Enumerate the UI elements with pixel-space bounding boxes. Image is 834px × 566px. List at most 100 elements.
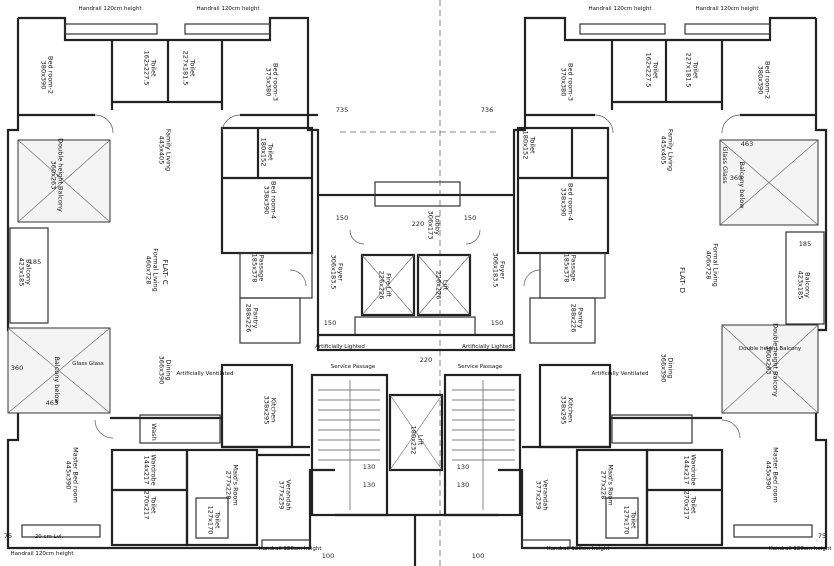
dimension-19: 100: [472, 552, 484, 560]
dimension-9: 463: [741, 140, 753, 148]
flat-d-walls: [498, 16, 828, 550]
room-label-foyer-d: Foyer306x183.5: [492, 253, 507, 288]
annotation-13: Artificially Ventilated: [177, 371, 234, 377]
room-label-balbelow-d: Balcony below: [738, 161, 746, 209]
dimension-5: 220: [420, 356, 432, 364]
room-label-maid-c: Maid's Room277x228: [225, 464, 240, 505]
room-label-toilet5-c: Toilet127x170: [207, 506, 222, 535]
room-label-fam-d: Family Living445x405: [660, 129, 675, 171]
annotation-4: Handrail 120cm height: [546, 546, 610, 552]
annotation-2: Handrail 120cm height: [588, 6, 652, 12]
room-label-toilet1-c: Toilet162x227.5: [143, 51, 158, 86]
dimension-3: 150: [324, 319, 336, 327]
annotation-0: Handrail 120cm height: [78, 6, 142, 12]
room-label-lift: Lift226x226: [435, 271, 450, 300]
room-label-toilet3-c: Toilet180x152: [260, 138, 275, 167]
annotation-11: Artificially Lighted: [315, 344, 365, 350]
dimension-2: 220: [412, 220, 424, 228]
dimension-15: 130: [457, 463, 469, 471]
room-label-toilet1-d: Toilet162x227.5: [645, 53, 660, 88]
room-label-formal-d: Formal Living406x728: [705, 243, 720, 287]
room-label-dining-c: Dining366x390: [158, 356, 173, 385]
room-label-bed4-d: Bed room-4338x390: [560, 183, 575, 221]
dimension-16: 130: [363, 481, 375, 489]
annotation-1: Handrail 120cm height: [196, 6, 260, 12]
annotation-5: Handrail 120cm height: [768, 546, 832, 552]
dimension-4: 150: [491, 319, 503, 327]
room-label-bed3-d: Bed room-3370x380: [560, 63, 575, 101]
flat-label-1: FLAT- D: [678, 267, 686, 293]
dimension-7: 736: [481, 106, 493, 114]
annotation-9: Service Passage: [331, 364, 376, 370]
room-label-pantry-c: Pantry288x226: [245, 304, 260, 333]
annotation-7: Handrail 120cm height: [10, 551, 74, 557]
room-label-toilet3-d: Toilet180x152: [522, 131, 537, 160]
room-label-toilet2-d: Toilet227x181.5: [685, 53, 700, 88]
room-label-pass-c: Passage185x378: [251, 254, 266, 283]
dimension-1: 150: [464, 214, 476, 222]
dimension-11: 360: [730, 174, 742, 182]
door-swings: [94, 114, 741, 439]
room-label-kitchen-c: Kitchen338x295: [263, 396, 278, 425]
room-label-fam-c: Family Living445x405: [158, 129, 173, 171]
flat-c-walls: [6, 16, 335, 550]
room-labels: Bed room-2380x390 Toilet162x227.5 Toilet22…: [18, 51, 812, 535]
annotation-12: Artificially Lighted: [462, 344, 512, 350]
dimension-18: 100: [322, 552, 334, 560]
room-label-glass-d: Glass Glass: [721, 146, 729, 184]
room-label-wardrobe-c: Wardrobe144x217: [143, 454, 158, 485]
room-label-master-c: Master Bed room445x390: [65, 447, 80, 503]
room-label-bed3-c: Bed room-3375x380: [265, 63, 280, 101]
annotation-3: Handrail 120cm height: [695, 6, 759, 12]
dimension-12: 185: [29, 258, 41, 266]
room-label-lift2: Lift180x232: [410, 426, 425, 455]
room-label-foyer-c: Foyer306x183.5: [330, 255, 345, 290]
dimension-labels: 150 150 220 150 150 220 735 736 463 463 360 360 185 1…: [4, 106, 826, 560]
dimension-6: 735: [336, 106, 348, 114]
dimension-0: 150: [336, 214, 348, 222]
room-label-kitchen-d: Kitchen338x295: [560, 396, 575, 425]
annotation-6: Handrail 120cm height: [258, 546, 322, 552]
room-label-toilet4-d: Toilet270x217: [683, 491, 698, 520]
room-label-wardrobe-d: Wardrobe144x217: [683, 454, 698, 485]
room-label-lobby: Lobby306x173: [427, 211, 442, 240]
room-label-toilet4-c: Toilet270x217: [143, 491, 158, 520]
room-label-wash-c: Wash: [150, 423, 158, 441]
room-label-bed2-c: Bed room-2380x390: [40, 56, 55, 94]
annotation-16: Double height Balcony: [739, 346, 802, 352]
room-label-toilet2-c: Toilet227x181.5: [182, 51, 197, 86]
room-label-formal-c: Formal Living460x728: [145, 248, 160, 292]
core-walls: [310, 181, 522, 566]
dimension-10: 360: [11, 364, 23, 372]
room-label-bal-d: Balcony423x185: [797, 271, 812, 300]
room-label-maid-d: Maid's Room277x228: [600, 464, 615, 505]
dimension-21: 75: [818, 532, 826, 540]
flat-labels: FLAT- C FLAT- D: [161, 259, 686, 293]
dimension-14: 130: [363, 463, 375, 471]
annotation-14: Artificially Ventilated: [592, 371, 649, 377]
room-label-bed2-d: Bed room-2380x390: [757, 61, 772, 99]
dimension-20: 75: [4, 532, 12, 540]
room-label-veranda-d: Verandah377x239: [535, 480, 550, 511]
dimension-17: 130: [457, 481, 469, 489]
room-label-master-d: Master Bed room445x390: [765, 447, 780, 503]
dimension-8: 463: [46, 399, 58, 407]
room-label-dblh-d: Double height Balcony360x263: [765, 323, 780, 397]
room-label-bal-c: Balcony423x185: [18, 258, 33, 287]
annotation-10: Service Passage: [458, 364, 503, 370]
room-label-dining-d: Dining366x390: [660, 354, 675, 383]
room-label-pantry-d: Pantry288x226: [570, 304, 585, 333]
room-label-pass-d: Passage185x378: [563, 254, 578, 283]
room-label-toilet5-d: Toilet127x170: [623, 506, 638, 535]
room-label-dblh-c: Double height Balcony360x263: [50, 138, 65, 212]
room-label-bed4-c: Bed room-4338x390: [263, 181, 278, 219]
annotation-15: Glass Glass: [72, 361, 104, 367]
room-label-veranda-c: Verandah377x239: [278, 480, 293, 511]
room-label-bal2-c: Balcony below: [53, 356, 61, 404]
dimension-13: 185: [799, 240, 811, 248]
annotation-8: -20 cm Lvl.: [33, 534, 64, 540]
flat-label-0: FLAT- C: [161, 259, 169, 285]
room-label-firelift: Fire Lift226x226: [378, 271, 393, 300]
